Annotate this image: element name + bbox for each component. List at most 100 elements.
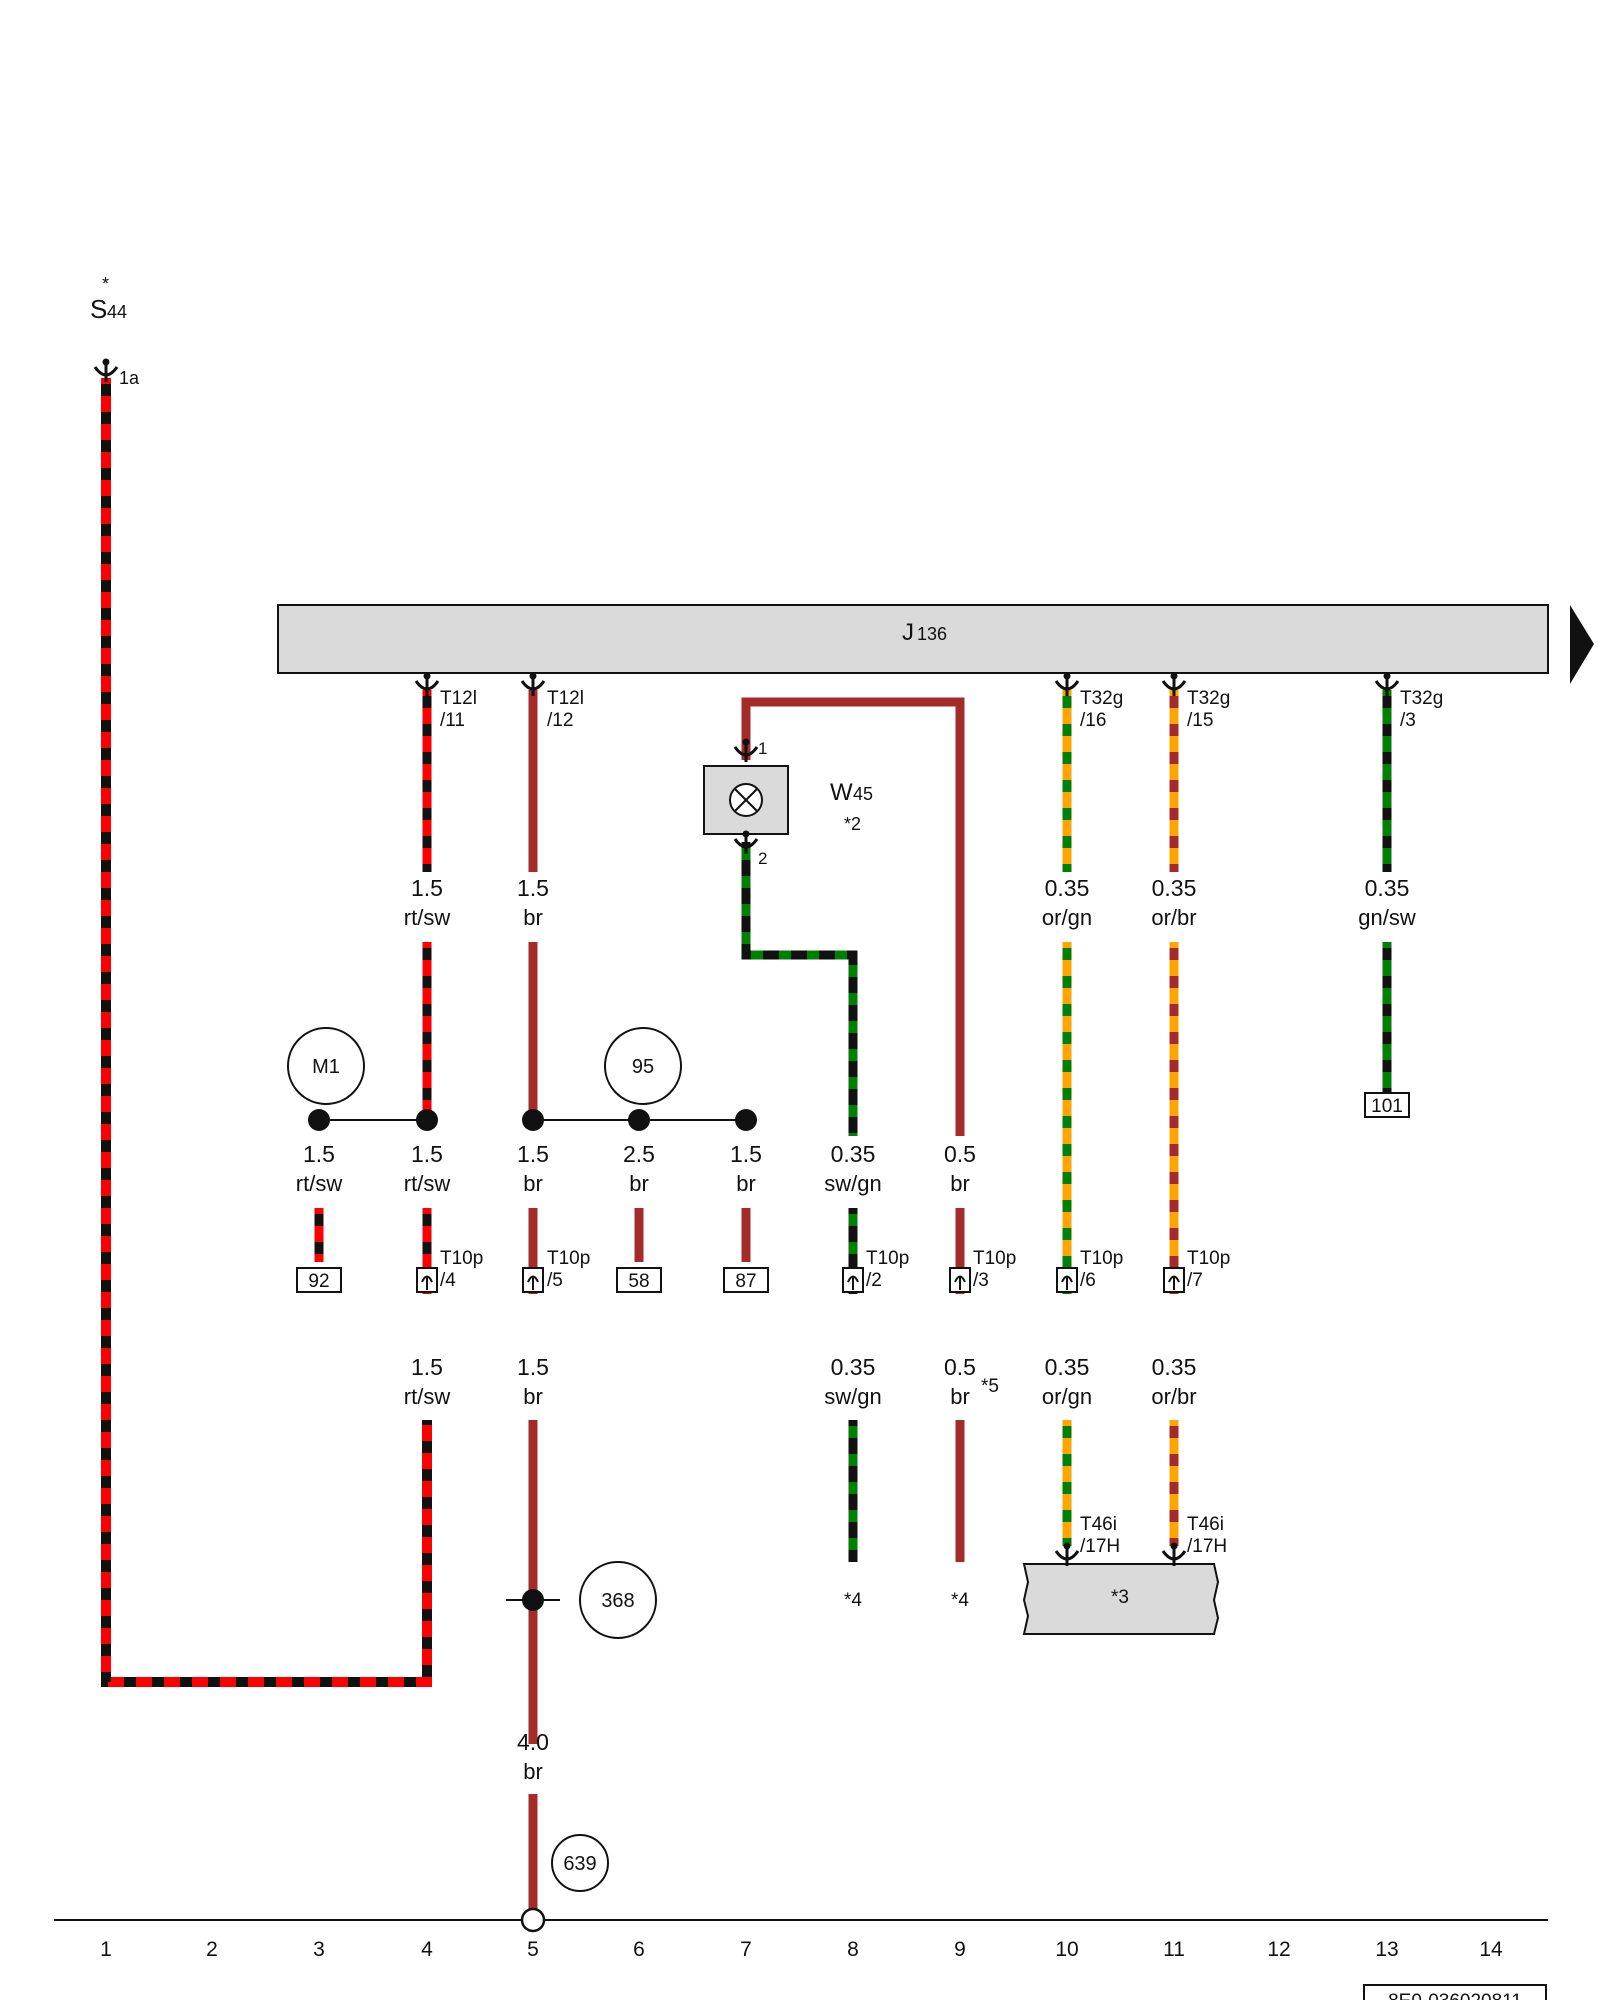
wire-color-r2-c7: br [736, 1171, 756, 1196]
annotation-layer: T12l/11T12l/12T32g/16T32g/15T32g/3T10p/4… [93, 358, 1547, 2000]
connector-label-t10p-5: T10p [547, 1248, 590, 1269]
wire-color-r2-c6: br [629, 1171, 649, 1196]
wire-color-r4-c5: br [523, 1759, 543, 1784]
column-number: 7 [740, 1938, 752, 1961]
ref-circle-n368 [579, 1561, 657, 1639]
w45-subscript: 45 [853, 784, 873, 804]
wire-size-r2-c7: 1.5 [730, 1141, 762, 1167]
wire-color-r2-c5: br [523, 1171, 543, 1196]
wire-size-r2-c3: 1.5 [303, 1141, 335, 1167]
note-n5: *5 [981, 1376, 999, 1397]
wire-size-r1-c4: 1.5 [411, 875, 443, 901]
control-unit-j136: J 136 [277, 604, 1594, 684]
wire-s44-loop-base [101, 378, 432, 1687]
wire-color-r2-c8: sw/gn [824, 1171, 881, 1196]
connector-w45-pin2-icon-dot [742, 830, 750, 838]
footer-code: 8E0-036020811 [1388, 1991, 1522, 2000]
connector-pin-t12l-11: /11 [440, 710, 465, 731]
column-number: 10 [1055, 1938, 1078, 1961]
column-number: 4 [421, 1938, 433, 1961]
wire-size-r3-c4: 1.5 [411, 1354, 443, 1380]
wire-size-r2-c5: 1.5 [517, 1141, 549, 1167]
connector-pin-t46i-b: /17H [1187, 1536, 1227, 1557]
connector-pin-t10p-2: /2 [866, 1270, 882, 1291]
j136-code: J [902, 619, 914, 646]
connector-pin-t10p-5: /5 [547, 1270, 563, 1291]
wire-size-r1-c10: 0.35 [1045, 875, 1090, 901]
ref-circle-label-n639: 639 [563, 1853, 596, 1875]
connector-t12l-12-icon-dot [529, 672, 537, 680]
column-number: 3 [313, 1938, 325, 1961]
wire-color-r1-c10: or/gn [1042, 905, 1092, 930]
wire-color-r3-c4: rt/sw [404, 1384, 451, 1409]
wire-size-r2-c6: 2.5 [623, 1141, 655, 1167]
connector-label-t32g-16: T32g [1080, 688, 1123, 709]
connector-label-t32g-15: T32g [1187, 688, 1230, 709]
wire-lamp-return-stripe [741, 842, 858, 1136]
connector-pin-t10p-7: /7 [1187, 1270, 1203, 1291]
wire-color-r2-c9: br [950, 1171, 970, 1196]
column-number: 1 [100, 1938, 112, 1961]
junction-dot [416, 1109, 438, 1131]
connector-pin-t10p-4: /4 [440, 1270, 456, 1291]
lamp-w45: W 45 *2 1 2 [703, 739, 873, 868]
connector-pin-t46i-a: /17H [1080, 1536, 1120, 1557]
connector-pin-t10p-3: /3 [973, 1270, 989, 1291]
connector-pin-t32g-16: /16 [1080, 710, 1106, 731]
wire-size-r3-c8: 0.35 [831, 1354, 876, 1380]
w45-code: W [830, 779, 853, 806]
column-number: 6 [633, 1938, 645, 1961]
wire-size-r3-c5: 1.5 [517, 1354, 549, 1380]
connector-label-t10p-7: T10p [1187, 1248, 1230, 1269]
wire-lamp-return-base [741, 842, 858, 1136]
connector-label-t10p-6: T10p [1080, 1248, 1123, 1269]
s44-subscript: 44 [107, 302, 127, 322]
junction-dot [735, 1109, 757, 1131]
wire-color-r3-c11: or/br [1151, 1384, 1196, 1409]
ref-circle-m1 [287, 1027, 365, 1105]
wire-color-r3-c9: br [950, 1384, 970, 1409]
module-3: *3 [1022, 1563, 1220, 1635]
connector-label-t46i-b: T46i [1187, 1514, 1224, 1535]
connector-label-t10p-2: T10p [866, 1248, 909, 1269]
wire-color-r2-c3: rt/sw [296, 1171, 343, 1196]
column-number: 13 [1375, 1938, 1398, 1961]
ref-box-b58 [616, 1267, 662, 1293]
connector-t12l-11-icon-dot [423, 672, 431, 680]
connector-label-t12l-12: T12l [547, 688, 584, 709]
wire-size-r3-c11: 0.35 [1152, 1354, 1197, 1380]
ref-box-label-b87: 87 [735, 1271, 756, 1292]
s44-star: * [102, 274, 109, 294]
ref-box-label-b58: 58 [628, 1271, 649, 1292]
column-number: 2 [206, 1938, 218, 1961]
wire-size-r2-c9: 0.5 [944, 1141, 976, 1167]
ref-circle-label-n95: 95 [632, 1056, 654, 1078]
connector-t46i-a-icon-dot [1063, 1542, 1071, 1550]
wire-size-r4-c5: 4.0 [517, 1729, 549, 1755]
connector-pin-t32g-15: /15 [1187, 710, 1213, 731]
connector-pin-t10p-6: /6 [1080, 1270, 1096, 1291]
column-number: 11 [1163, 1938, 1185, 1961]
connector-label-t32g-3: T32g [1400, 688, 1443, 709]
wire-color-r1-c13: gn/sw [1358, 905, 1416, 930]
connector-w45-pin1-icon-dot [742, 738, 750, 746]
ref-circle-n639 [551, 1834, 609, 1892]
column-number: 12 [1267, 1938, 1290, 1961]
module-3-label: *3 [1111, 1587, 1129, 1608]
wire-lamp-return [741, 842, 858, 1136]
wire-size-r1-c13: 0.35 [1365, 875, 1410, 901]
connector-label-t10p-4: T10p [440, 1248, 483, 1269]
wire-size-r1-c11: 0.35 [1152, 875, 1197, 901]
footer-code-box [1363, 1984, 1547, 2000]
wire-color-r1-c4: rt/sw [404, 905, 451, 930]
column-number: 8 [847, 1938, 859, 1961]
column-number: 5 [527, 1938, 539, 1961]
connector-t46i-b-icon-dot [1170, 1542, 1178, 1550]
ref-box-label-b101: 101 [1371, 1096, 1403, 1117]
wire-size-r3-c9: 0.5 [944, 1354, 976, 1380]
note-n4a: *4 [844, 1590, 862, 1611]
wire-size-r2-c8: 0.35 [831, 1141, 876, 1167]
connector-pin-t12l-12: /12 [547, 710, 573, 731]
wire-color-r1-c5: br [523, 905, 543, 930]
